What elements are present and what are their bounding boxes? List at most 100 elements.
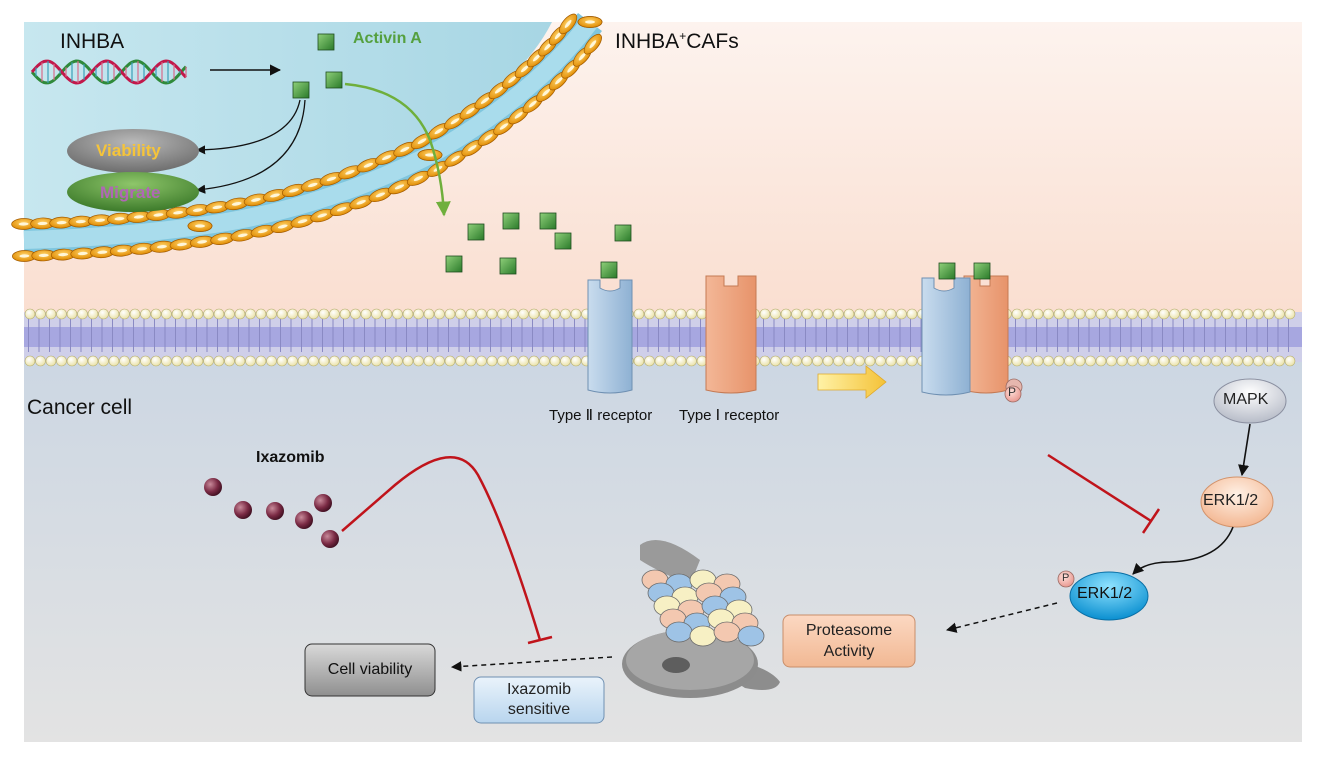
caf-lipid-highlight [177, 242, 187, 247]
lipid-head [633, 355, 645, 367]
type2-receptor-label: Type Ⅱ receptor [549, 407, 653, 424]
caf-lipid-highlight [337, 206, 347, 212]
lipid-head [392, 308, 403, 320]
lipid-head [150, 355, 162, 367]
lipid-head [1095, 308, 1107, 320]
activin-molecule [539, 212, 557, 230]
mapk-node [1213, 378, 1287, 424]
sensitive-line2: sensitive [507, 701, 571, 718]
perk-node [1069, 571, 1149, 621]
proteasome-activity-box [782, 614, 916, 668]
lipid-head [1274, 355, 1285, 367]
caf-lipid-highlight [400, 146, 410, 152]
lipid-head [675, 355, 687, 367]
lipid-head [98, 308, 109, 320]
lipid-head [1158, 355, 1170, 367]
lipid-head [675, 308, 687, 320]
caf-lipid-highlight [326, 176, 337, 182]
lipid-head [1253, 355, 1264, 367]
lipid-head [1127, 355, 1138, 367]
lipid-head [497, 355, 508, 367]
caf-lipid-highlight [95, 218, 106, 222]
lipid-head [1074, 355, 1086, 367]
caf-lipid-highlight [251, 198, 261, 202]
lipid-head [896, 308, 907, 320]
lipid-head [833, 355, 844, 367]
lipid-head [1190, 355, 1201, 367]
lipid-head [1053, 355, 1065, 367]
ixazomib-sensitive-text: Ixazomib sensitive [474, 677, 604, 723]
lipid-head [140, 308, 151, 320]
lipid-head [1169, 308, 1180, 320]
lipid-head [1106, 308, 1117, 320]
lipid-head [906, 355, 918, 367]
lipid-head [665, 308, 676, 320]
lipid-head [1221, 308, 1233, 320]
extracellular-activin-group [445, 212, 632, 275]
lipid-head [812, 308, 823, 320]
caf-lipid-highlight [484, 134, 493, 141]
lipid-head [549, 355, 561, 367]
caf-lipid-highlight [289, 188, 299, 193]
lipid-head [1179, 308, 1191, 320]
caf-lipid-highlight [567, 65, 575, 73]
migrate-oval [67, 172, 199, 212]
caf-lipid-highlight [77, 251, 88, 256]
bound-activin [973, 262, 991, 280]
lipid-head [1137, 308, 1149, 320]
lipid-head [455, 308, 466, 320]
lipid-head [203, 308, 214, 320]
caf-lipid-highlight [133, 215, 144, 219]
lipid-head [875, 308, 886, 320]
lipid-head [224, 355, 235, 367]
lipid-head [686, 308, 697, 320]
type1-receptor-label: Type Ⅰ receptor [679, 407, 780, 424]
viability-label: Viability [96, 141, 161, 160]
lipid-head [686, 355, 697, 367]
caf-lipid-highlight [450, 118, 460, 125]
lipid-head [1043, 308, 1054, 320]
lipid-head [318, 308, 330, 320]
lipid-head [1253, 308, 1264, 320]
lipid-head [444, 308, 456, 320]
lipid-head [287, 308, 298, 320]
lipid-head [1232, 308, 1243, 320]
caf-lipid-highlight [554, 31, 562, 40]
to-migrate-arrow [196, 99, 306, 194]
caf-lipid-highlight [18, 222, 29, 226]
lipid-head [497, 308, 508, 320]
lipid-head [66, 308, 78, 320]
type1-receptor [705, 275, 757, 394]
lipid-head [308, 355, 319, 367]
lipid-head [1022, 355, 1033, 367]
lipid-head [339, 308, 351, 320]
caf-lipid-highlight [297, 219, 308, 224]
lipid-head [465, 355, 477, 367]
lipid-head [266, 308, 277, 320]
activin-molecule [499, 257, 517, 275]
lipid-head [1074, 308, 1086, 320]
lipid-head [854, 308, 865, 320]
caf-lipid-highlight [466, 107, 475, 115]
lipid-head [276, 308, 288, 320]
perk-label: ERK1/2 [1077, 585, 1133, 602]
ixazomib-sphere [321, 530, 339, 548]
caf-label: INHBA+CAFs [615, 29, 739, 54]
mapk-to-erk-arrow [1238, 423, 1251, 477]
lipid-head [182, 308, 193, 320]
bound-activin [600, 261, 618, 279]
lipid-head [1263, 355, 1275, 367]
lipid-head [350, 308, 361, 320]
caf-lipid-highlight [375, 192, 386, 198]
lipid-head [801, 308, 813, 320]
caf-lipid-highlight [270, 193, 280, 198]
lipid-head [77, 308, 88, 320]
lipid-head [791, 355, 802, 367]
caf-lipid-highlight [38, 253, 49, 258]
ixazomib-sphere [295, 511, 313, 529]
caf-lipid-highlight [97, 250, 108, 254]
lipid-head [402, 355, 414, 367]
lipid-head [297, 355, 309, 367]
phospho-label-erk: P [1062, 572, 1070, 584]
caf-lipid-highlight [137, 247, 147, 251]
